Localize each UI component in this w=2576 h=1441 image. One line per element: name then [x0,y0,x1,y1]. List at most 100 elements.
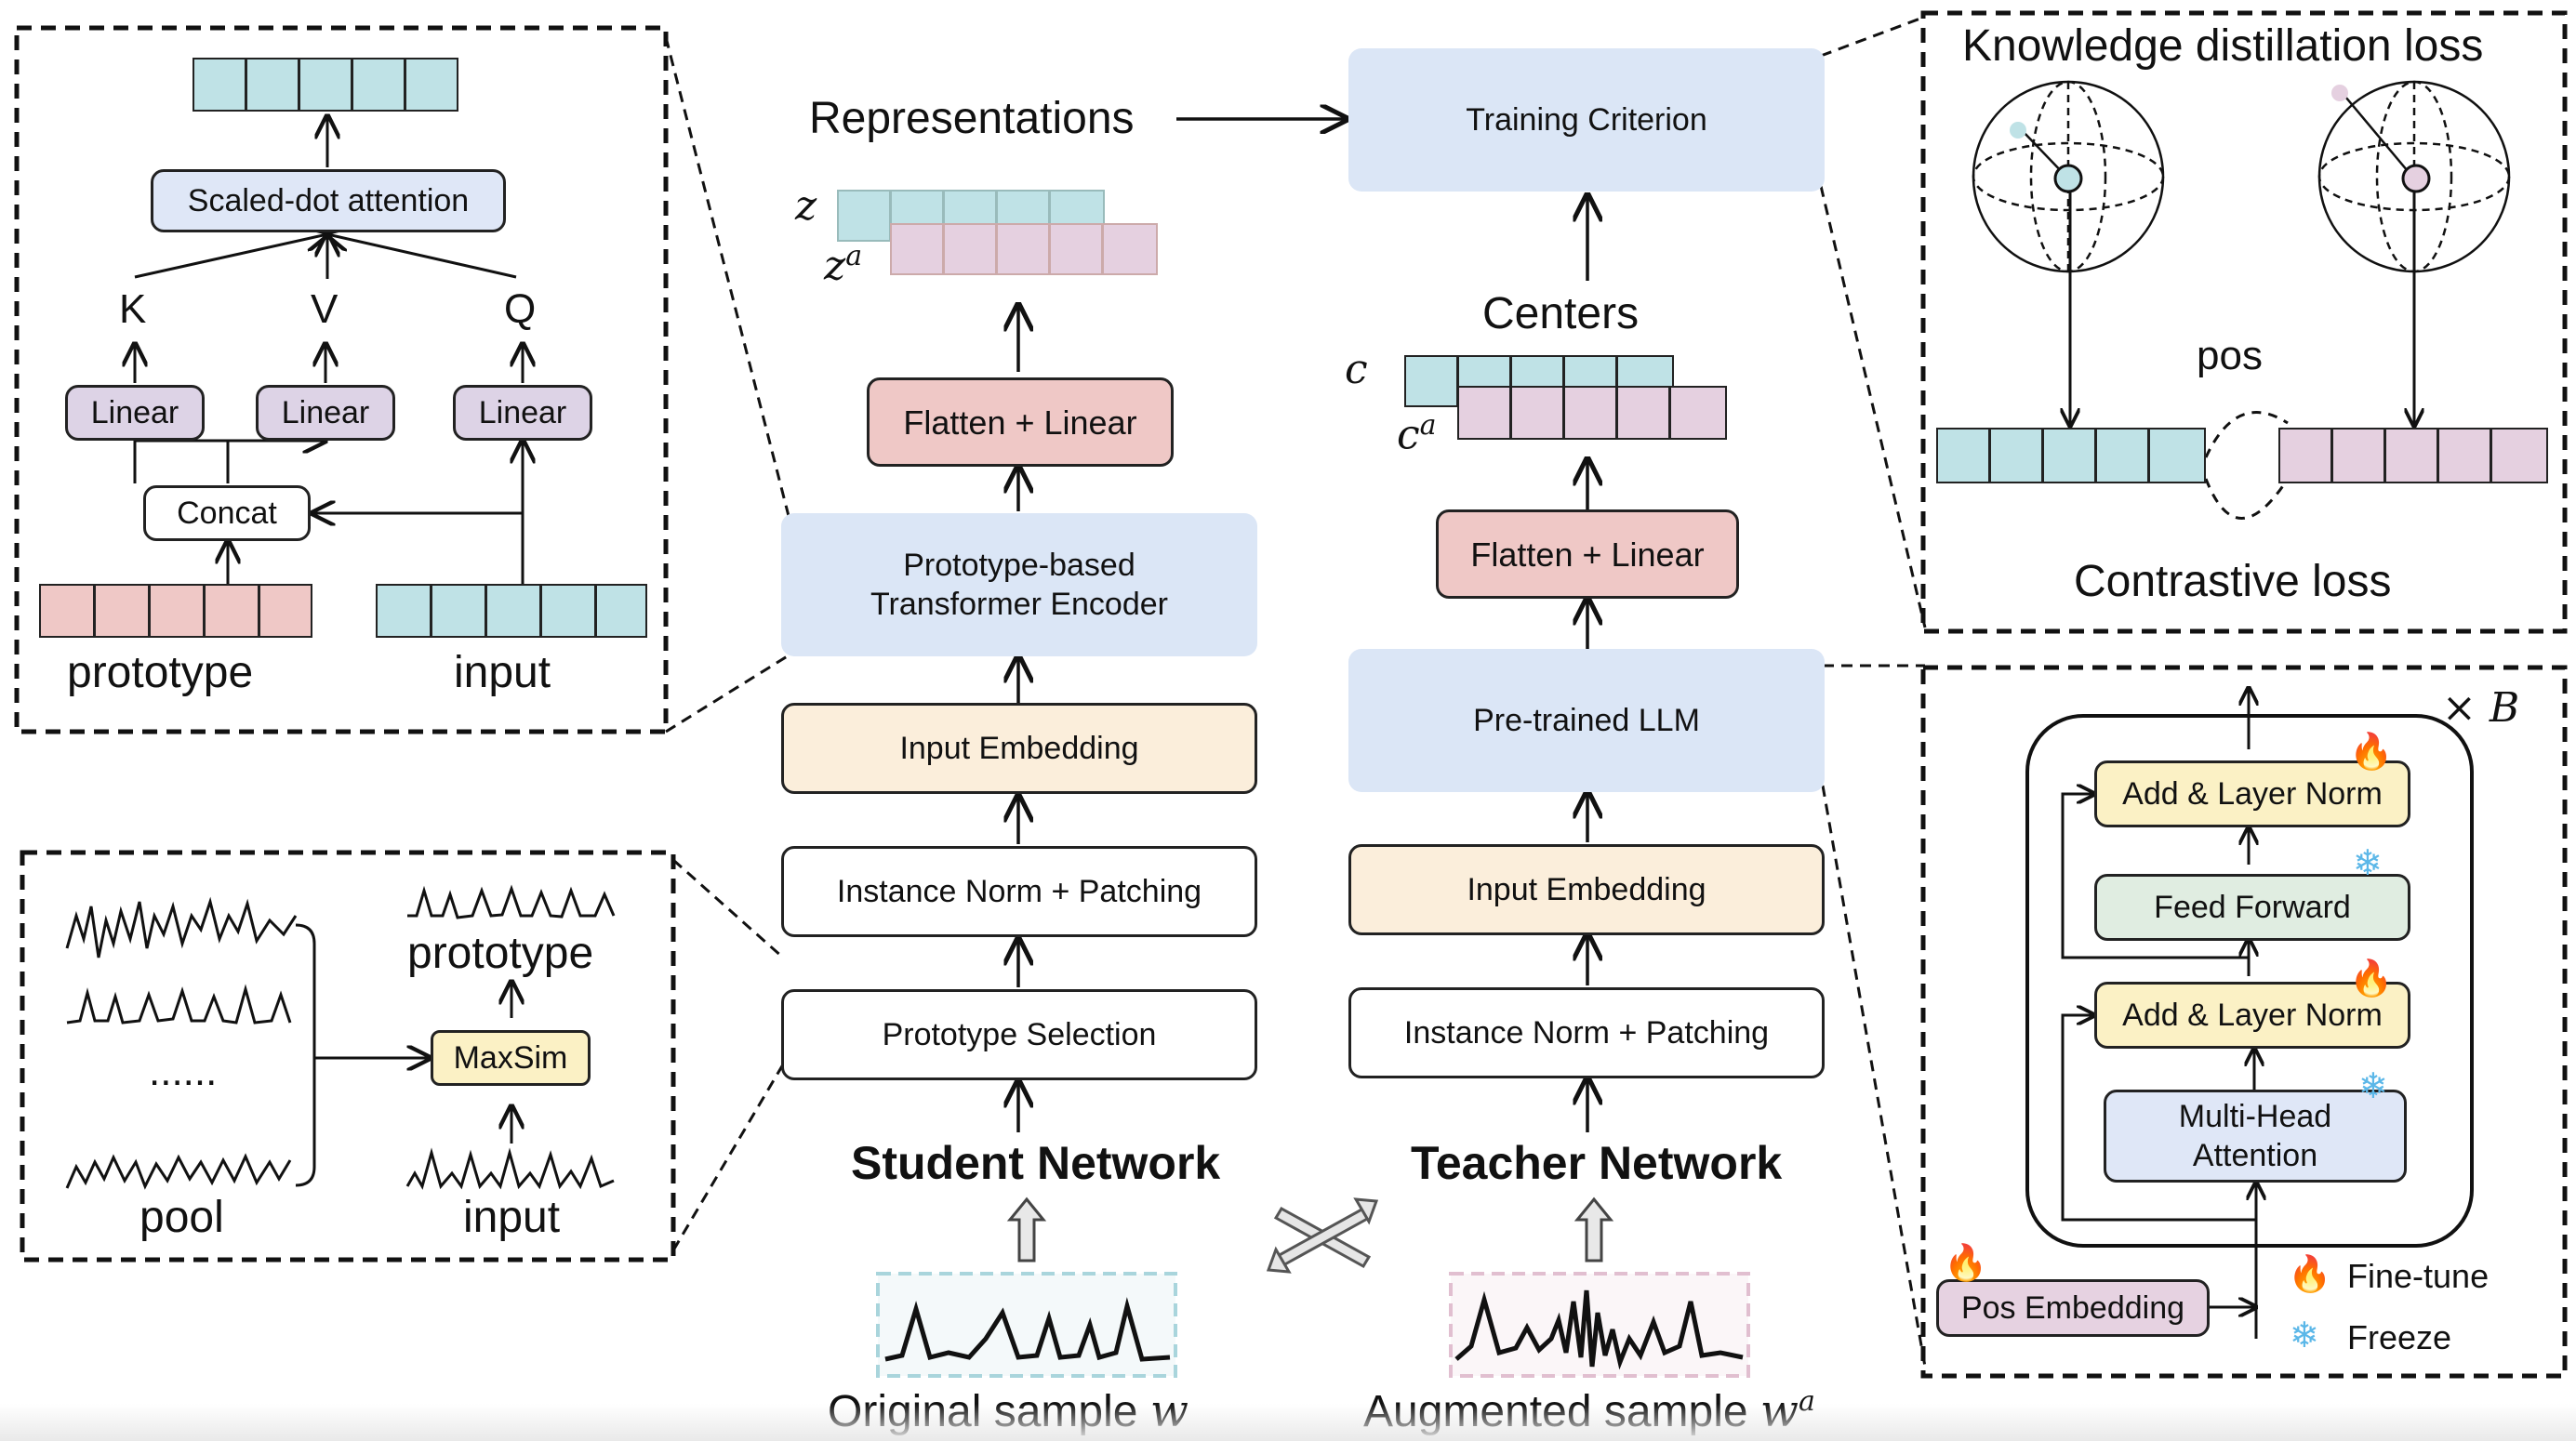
vector-cell [1563,386,1617,440]
pos-embedding-box: Pos Embedding [1936,1279,2210,1337]
fire-icon: 🔥 [2288,1255,2332,1294]
ca-sup: a [1419,409,1437,442]
vector-cell [2148,428,2206,483]
snowflake-icon: ❄ [2358,1067,2388,1106]
vector-cell [1936,428,1990,483]
vector-cell [1457,386,1511,440]
vector-cell [1563,355,1617,389]
vector-cell [943,190,997,227]
c-label: c [1345,346,1368,393]
student-network-label: Student Network [851,1137,1221,1189]
vector-cell [193,58,246,112]
linear-q-box: Linear [453,385,592,441]
fire-icon: 🔥 [2349,733,2394,772]
vector-cell [204,584,259,638]
k-label: K [119,286,147,332]
vector-cell [540,584,596,638]
input-label: input [454,648,551,697]
pretrained-llm-box: Pre-trained LLM [1348,649,1825,792]
vector-cell [1510,355,1564,389]
vector-cell [2437,428,2491,483]
student-norm-patching-box: Instance Norm + Patching [781,846,1257,937]
teacher-norm-patching-box: Instance Norm + Patching [1348,987,1825,1078]
vector-cell [2095,428,2149,483]
vector-cell [376,584,432,638]
vector-cell [890,223,944,275]
loss-panel-frame [1920,10,2568,634]
times-b-label: × B [2442,684,2519,732]
training-criterion-box: Training Criterion [1348,48,1825,192]
vector-cell [1404,355,1458,407]
encoder-line1: Prototype-based [903,547,1135,583]
maxsim-box: MaxSim [431,1030,591,1086]
linear-v-box: Linear [256,385,395,441]
vector-cell [2042,428,2096,483]
teacher-network-label: Teacher Network [1411,1137,1783,1189]
teacher-flatten-linear-box: Flatten + Linear [1436,509,1739,599]
fine-tune-label: Fine-tune [2347,1257,2490,1295]
vector-cell [39,584,95,638]
sphere-left [1972,80,2165,273]
original-sample-frame [876,1272,1177,1378]
centers-label: Centers [1482,289,1640,338]
ca-base: c [1397,411,1420,459]
vector-cell [1102,223,1158,275]
za-label: za [824,240,862,290]
vector-cell [94,584,150,638]
vector-cell [405,58,458,112]
vector-cell [352,58,405,112]
encoder-line2: Transformer Encoder [870,587,1168,622]
student-input-embedding-box: Input Embedding [781,703,1257,794]
vector-cell [299,58,352,112]
add-norm-bottom-box: Add & Layer Norm [2094,982,2410,1049]
representations-label: Representations [809,94,1135,143]
feed-forward-box: Feed Forward [2094,874,2410,941]
vector-cell [259,584,312,638]
vector-cell [1616,386,1670,440]
student-flatten-linear-box: Flatten + Linear [867,377,1174,467]
concat-box: Concat [143,485,311,541]
ellipsis-label: ...... [149,1049,218,1094]
scaled-dot-attention-box: Scaled-dot attention [151,169,506,232]
vector-cell [2490,428,2548,483]
selection-prototype-label: prototype [407,929,594,978]
z-label: z [795,182,817,230]
fire-icon: 🔥 [1944,1244,1988,1283]
zoom-connectors [664,15,1927,1368]
vector-cell [996,223,1050,275]
prototype-label: prototype [67,648,254,697]
v-label: V [311,286,339,332]
vector-cell [431,584,486,638]
vector-cell [2278,428,2332,483]
snowflake-icon: ❄ [2353,844,2383,883]
za-sup: a [845,240,863,272]
vector-cell [943,223,997,275]
vector-cell [1669,386,1727,440]
crossed-arrows-icon [1266,1197,1379,1274]
vector-cell [1049,223,1103,275]
vector-cell [595,584,647,638]
vector-cell [246,58,299,112]
multi-head-attention-box: Multi-Head Attention [2104,1090,2407,1183]
fire-icon: 🔥 [2349,959,2394,998]
b-symbol: B [2489,684,2520,732]
kd-loss-label: Knowledge distillation loss [1962,21,2484,71]
bottom-shade [0,1404,2576,1441]
vector-cell [1510,386,1564,440]
prototype-selection-box: Prototype Selection [781,989,1257,1080]
pool-label: pool [139,1193,224,1242]
vector-cell [1616,355,1674,389]
ca-label: ca [1397,409,1437,459]
vector-cell [149,584,205,638]
za-base: z [824,242,846,290]
vector-cell [485,584,541,638]
vector-cell [1989,428,2043,483]
q-label: Q [504,286,537,332]
vector-cell [890,190,944,227]
mha-line1: Multi-Head [2178,1098,2332,1134]
pos-label: pos [2197,333,2263,378]
vector-cell [2331,428,2385,483]
vector-cell [996,190,1050,227]
